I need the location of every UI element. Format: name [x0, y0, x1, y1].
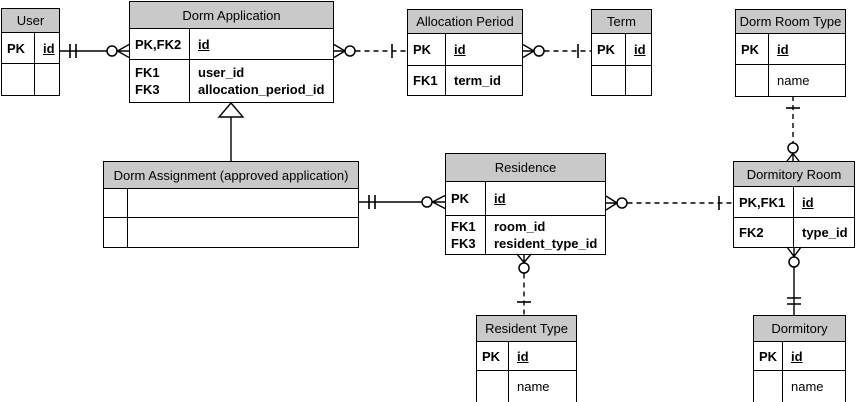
entity-table-dorm-room-type: Dorm Room Type PK id name: [735, 9, 846, 97]
entity-table-resident-type: Resident Type PK id name: [476, 315, 577, 402]
key-label: PK: [482, 348, 501, 364]
rel-residence-to-resident-type: [516, 253, 532, 315]
inheritance-triangle-icon: [217, 101, 245, 118]
field-name: id: [777, 41, 789, 57]
field-name: type_id: [802, 225, 848, 240]
table-row: FK1 term_id: [408, 65, 522, 95]
field-name: id: [198, 36, 210, 52]
rel-dormitory-room-to-dormitory: [786, 246, 802, 315]
key-label: PK: [741, 41, 760, 57]
table-row: PK id: [477, 342, 576, 370]
table-row: PK id: [754, 342, 845, 370]
field-name: id: [802, 194, 814, 210]
table-row: name: [477, 370, 576, 402]
key-label: PK,FK2: [135, 36, 182, 52]
table-row: [2, 63, 59, 95]
field-name: name: [777, 73, 810, 88]
table-title: Residence: [446, 154, 605, 182]
rel-residence-to-dormitory-room: [605, 195, 733, 211]
table-row: PK id: [2, 33, 59, 63]
field-name: term_id: [454, 73, 501, 88]
key-label: PK: [759, 348, 778, 364]
entity-table-dormitory-room: Dormitory Room PK,FK1 id FK2 type_id: [733, 161, 855, 248]
table-title: User: [2, 9, 59, 33]
field-name: id: [454, 42, 466, 57]
field-name: id: [43, 40, 55, 56]
rel-user-to-dorm-application: [60, 43, 130, 59]
rel-dorm-room-type-to-dormitory-room: [786, 96, 800, 162]
entity-table-term: Term PK id: [591, 9, 652, 96]
rel-allocation-period-to-term: [522, 43, 591, 59]
field-name: user_id: [198, 65, 245, 80]
table-row: name: [754, 370, 845, 402]
table-row: FK2 type_id: [734, 217, 854, 247]
field-name: id: [494, 191, 506, 206]
key-label: FK3: [451, 236, 476, 251]
key-label: FK1: [451, 219, 476, 234]
field-name: id: [517, 348, 529, 364]
field-name: id: [634, 42, 646, 57]
field-name: resident_type_id: [494, 236, 598, 251]
table-title: Dorm Application: [130, 2, 333, 29]
key-label: PK: [7, 40, 26, 56]
table-row: [104, 189, 358, 217]
rel-dorm-application-to-allocation-period: [333, 43, 407, 59]
table-title: Dormitory Room: [734, 162, 854, 187]
field-name: allocation_period_id: [198, 82, 325, 97]
field-name: name: [791, 379, 824, 394]
table-row: PK id: [408, 34, 522, 65]
field-name: id: [791, 348, 803, 364]
table-title: Dorm Assignment (approved application): [104, 162, 358, 189]
table-title: Dormitory: [754, 316, 845, 342]
table-row: PK id: [592, 34, 651, 65]
entity-table-dormitory: Dormitory PK id name: [753, 315, 846, 402]
field-name: name: [517, 379, 550, 394]
key-label: FK3: [135, 82, 160, 97]
table-row: name: [736, 64, 845, 96]
key-label: PK,FK1: [739, 194, 786, 210]
table-row: PK id: [736, 34, 845, 64]
key-label: PK: [597, 42, 616, 57]
key-label: FK2: [739, 225, 764, 240]
table-row: [104, 217, 358, 247]
table-title: Resident Type: [477, 316, 576, 342]
table-row: FK1 FK3 room_id resident_type_id: [446, 215, 605, 254]
table-row: PK id: [446, 182, 605, 215]
key-label: FK1: [135, 65, 160, 80]
entity-table-user: User PK id: [1, 8, 60, 96]
inheritance-dorm-assignment-to-dorm-application: [217, 101, 245, 161]
entity-table-allocation-period: Allocation Period PK id FK1 term_id: [407, 9, 523, 96]
table-row: PK,FK1 id: [734, 187, 854, 217]
table-row: PK,FK2 id: [130, 29, 333, 59]
table-title: Term: [592, 10, 651, 34]
key-label: FK1: [413, 73, 438, 88]
entity-table-residence: Residence PK id FK1 FK3 room_id resident…: [445, 153, 606, 255]
key-label: PK: [413, 42, 432, 57]
table-title: Dorm Room Type: [736, 10, 845, 34]
table-row: [592, 65, 651, 95]
table-title: Allocation Period: [408, 10, 522, 34]
field-name: room_id: [494, 219, 546, 234]
entity-table-dorm-assignment: Dorm Assignment (approved application): [103, 161, 359, 248]
table-row: FK1 FK3 user_id allocation_period_id: [130, 59, 333, 102]
rel-dorm-assignment-to-residence: [359, 194, 446, 210]
entity-table-dorm-application: Dorm Application PK,FK2 id FK1 FK3 user_…: [129, 1, 334, 103]
key-label: PK: [451, 191, 470, 206]
